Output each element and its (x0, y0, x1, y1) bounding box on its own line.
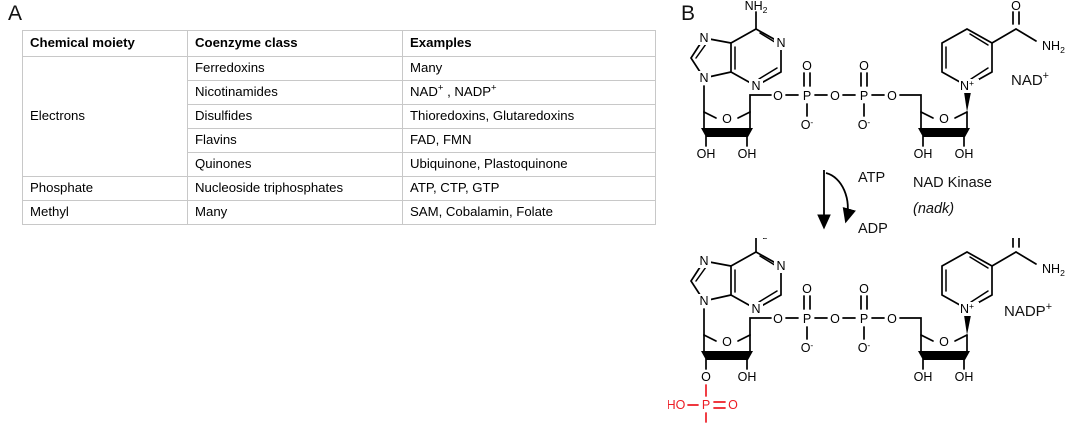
nic-ribose-3prime-oh-label-product: OH (914, 370, 933, 384)
bridge-o5prime-label-product: O (773, 312, 783, 326)
adenine-n3-label-product: N (751, 302, 760, 316)
cell-moiety-1: Phosphate (22, 176, 188, 201)
ribose-ring-oxygen-label-product: O (722, 335, 732, 349)
beta-p-double-o-label: O (859, 59, 869, 73)
nadp-structure: NH2 N N N N O O OH (668, 238, 1065, 423)
nicotinamide-ring: N+ O NH2 (941, 0, 1065, 93)
column-header-class: Coenzyme class (187, 30, 403, 57)
pyrophosphate-bridge-product: O P O O- O P O O- O (773, 282, 897, 355)
bridge-oxygen-label-product: O (830, 312, 840, 326)
enzyme-name-label: NAD Kinase (913, 175, 992, 191)
cell-coenzyme-class: Disulfides (187, 104, 403, 129)
cell-coenzyme-class: Ferredoxins (187, 56, 403, 81)
cell-examples: FAD, FMN (402, 128, 656, 153)
bridge-o5prime-n-label: O (887, 89, 897, 103)
ribose-3prime-oh-label-product: OH (738, 370, 757, 384)
ribose-ring-oxygen-label: O (722, 112, 732, 126)
nic-ribose-2prime-oh-label-product: OH (955, 370, 974, 384)
cell-moiety-2: Methyl (22, 200, 188, 225)
ribose-3prime-oh-label: OH (738, 147, 757, 161)
cofactor-atp-label: ATP (858, 170, 885, 186)
adenosine-ribose-product: O O OH (701, 308, 772, 384)
carboxamide-amine-label: NH2 (1042, 39, 1065, 55)
cell-examples: Many (402, 56, 656, 81)
cell-moiety-0: Electrons (22, 56, 188, 177)
carboxamide-oxygen-label: O (1011, 0, 1021, 13)
adenine-n1-label: N (776, 36, 785, 50)
adenine-n1-label-product: N (776, 259, 785, 273)
cell-examples: Thioredoxins, Glutaredoxins (402, 104, 656, 129)
bridge-o5prime-label: O (773, 89, 783, 103)
added-phosphate-ho-label: HO (668, 398, 686, 412)
coenzyme-table: Chemical moiety Coenzyme class Examples … (22, 30, 656, 225)
column-header-examples: Examples (402, 30, 656, 57)
alpha-phosphorus-label: P (803, 89, 811, 103)
bridge-o5prime-n-label-product: O (887, 312, 897, 326)
cell-coenzyme-class: Nucleoside triphosphates (187, 176, 403, 201)
beta-phosphorus-label-product: P (860, 312, 868, 326)
carboxamide-amine-label-product: NH2 (1042, 262, 1065, 278)
alpha-p-oxide-label: O- (801, 117, 814, 132)
cell-examples: SAM, Cobalamin, Folate (402, 200, 656, 225)
cell-coenzyme-class: Flavins (187, 128, 403, 153)
nic-ribose-ring-oxygen-label-product: O (939, 335, 949, 349)
cell-coenzyme-class: Quinones (187, 152, 403, 177)
cell-examples: Ubiquinone, Plastoquinone (402, 152, 656, 177)
beta-p-oxide-label-product: O- (858, 340, 871, 355)
cell-coenzyme-class: Many (187, 200, 403, 225)
column-header-moiety: Chemical moiety (22, 30, 188, 57)
cell-examples: NAD+ , NADP+ (402, 80, 656, 105)
alpha-p-double-o-label-product: O (802, 282, 812, 296)
nadp-molecule-label: NADP+ (1004, 301, 1052, 320)
beta-p-double-o-label-product: O (859, 282, 869, 296)
nic-ribose-2prime-oh-label: OH (955, 147, 974, 161)
ribose-2prime-o-phosphoester-label: O (701, 370, 711, 384)
adenosine-ribose: O OH OH (697, 85, 772, 161)
nic-ribose-ring-oxygen-label: O (939, 112, 949, 126)
added-phosphate-double-o-label: O (728, 398, 738, 412)
added-2prime-phosphate-group: P HO O O- (668, 384, 738, 423)
adenine-n7-label-product: N (699, 254, 708, 268)
cofactor-adp-label: ADP (858, 221, 888, 237)
cell-examples: ATP, CTP, GTP (402, 176, 656, 201)
nicotinamide-ring-product: N+ O NH2 (941, 238, 1065, 316)
nicotinamide-ribose: O OH OH (899, 92, 974, 161)
beta-phosphorus-label: P (860, 89, 868, 103)
panel-b-label: B (681, 2, 696, 25)
alpha-p-double-o-label: O (802, 59, 812, 73)
reaction-arrow-group: ATP ADP NAD Kinase (nadk) (817, 170, 992, 237)
bridge-oxygen-label: O (830, 89, 840, 103)
adenine-n9-label: N (699, 71, 708, 85)
alpha-p-oxide-label-product: O- (801, 340, 814, 355)
adenine-n7-label: N (699, 31, 708, 45)
added-phosphorus-label: P (702, 398, 710, 412)
nad-structure: NH2 N N N N O OH OH (689, 0, 1065, 161)
adenine-amine-label: NH2 (745, 0, 768, 15)
nicotinamide-ribose-product: O OH OH (899, 315, 974, 384)
nad-molecule-label: NAD+ (1011, 70, 1049, 89)
nad-kinase-reaction-diagram: NH2 N N N N O OH OH (668, 0, 1080, 423)
panel-a-label: A (8, 2, 23, 25)
beta-p-oxide-label: O- (858, 117, 871, 132)
adenine-n9-label-product: N (699, 294, 708, 308)
adenine-ring-product: NH2 N N N N (689, 238, 788, 316)
table-header-row: Chemical moiety Coenzyme class Examples (22, 30, 656, 57)
ribose-2prime-oh-label: OH (697, 147, 716, 161)
adenine-n3-label: N (751, 79, 760, 93)
nic-ribose-3prime-oh-label: OH (914, 147, 933, 161)
enzyme-gene-label: (nadk) (913, 201, 954, 217)
alpha-phosphorus-label-product: P (803, 312, 811, 326)
adenine-ring: NH2 N N N N (689, 0, 788, 93)
pyrophosphate-bridge: O P O O- O P O O- O (773, 59, 897, 132)
cell-coenzyme-class: Nicotinamides (187, 80, 403, 105)
